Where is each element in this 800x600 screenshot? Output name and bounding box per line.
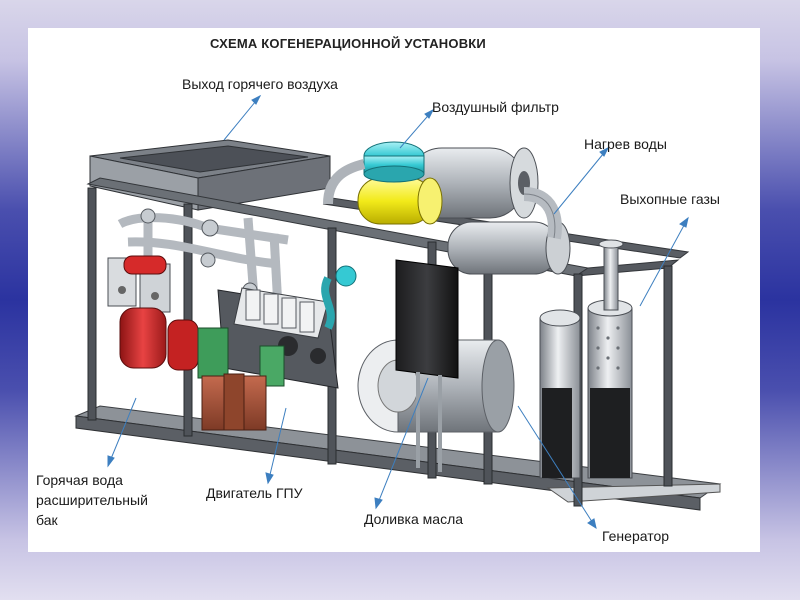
label-exhaust-gases: Выхопные газы	[620, 191, 720, 207]
exhaust-tower	[539, 239, 633, 479]
label-hot-water-1: Горячая вода	[36, 472, 123, 488]
label-generator: Генератор	[602, 528, 670, 544]
diagram-card: СХЕМА КОГЕНЕРАЦИОННОЙ УСТАНОВКИ	[28, 28, 760, 552]
air-filter	[323, 141, 443, 225]
label-oil-topping: Доливка масла	[364, 511, 464, 527]
leader-lines	[107, 94, 689, 530]
label-hot-water-2: расширительный	[36, 492, 148, 508]
label-hot-air-outlet: Выход горячего воздуха	[182, 76, 338, 92]
diagram-title: СХЕМА КОГЕНЕРАЦИОННОЙ УСТАНОВКИ	[210, 36, 486, 51]
label-hot-water-3: бак	[36, 512, 58, 528]
label-water-heating: Нагрев воды	[584, 136, 667, 152]
label-gpu-engine: Двигатель ГПУ	[206, 485, 303, 501]
cogeneration-unit-illustration	[74, 94, 722, 530]
heat-exchanger	[197, 327, 285, 387]
expansion-tank	[119, 255, 199, 371]
gpu-engine-block	[217, 265, 357, 389]
radiator-panel	[395, 259, 459, 472]
oil-tank	[201, 373, 267, 431]
label-air-filter: Воздушный фильтр	[432, 99, 559, 115]
